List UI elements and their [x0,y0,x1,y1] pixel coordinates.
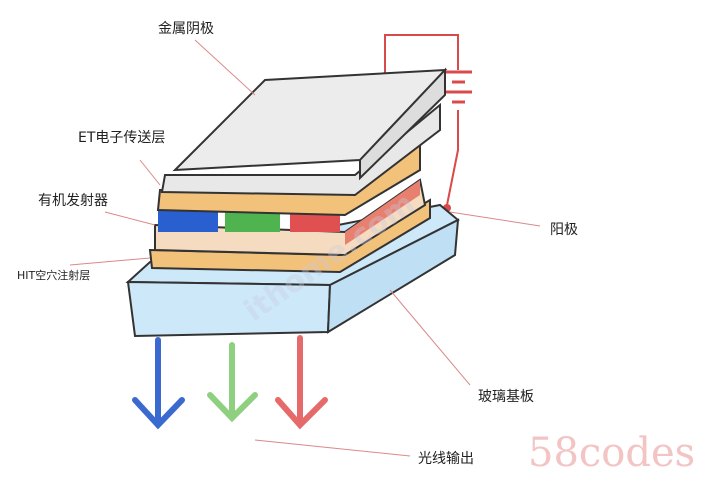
red-arrow [275,335,328,430]
label-anode: 阳极 [550,222,578,238]
label-light-output: 光线输出 [418,451,474,467]
label-et-layer: ET电子传送层 [78,130,166,146]
light-arrows [132,335,328,430]
label-cathode: 金属阴极 [158,21,214,37]
layer-stack [148,67,448,274]
blue-arrow [132,337,185,430]
blue-emitter [158,210,218,232]
label-glass: 玻璃基板 [478,389,534,405]
leader-lines [69,39,541,457]
label-emitter: 有机发射器 [38,193,108,209]
brand-watermark: 58codes [528,430,696,476]
label-hit-layer: HIT空穴注射层 [17,269,91,282]
green-emitter [225,210,280,232]
green-arrow [207,342,258,423]
circuit-wire [384,34,472,206]
